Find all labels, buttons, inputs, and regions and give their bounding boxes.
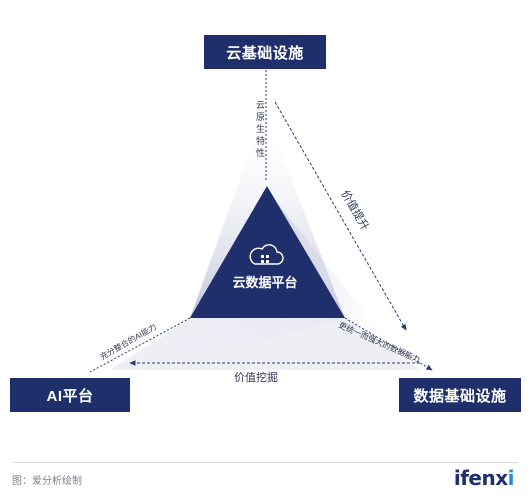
center-triangle (190, 186, 345, 318)
node-right: 数据基础设施 (399, 378, 521, 412)
node-center-label: 云数据平台 (232, 275, 297, 290)
source-caption: 图：爱分析绘制 (12, 476, 82, 487)
glow-bottom (110, 318, 420, 370)
brand-logo: ifenxi (453, 466, 515, 490)
edge-left-inner (89, 317, 191, 373)
edge-label-top-vertical: 云 原 生 特 性 (256, 100, 268, 158)
footer-divider (12, 462, 518, 463)
edge-label-bottom-outer: 价值挖掘 (234, 370, 278, 384)
node-top: 云基础设施 (204, 35, 326, 69)
cloud-data-icon (249, 244, 284, 265)
logo-accent: i (507, 466, 515, 490)
edge-label-right-outer: 价值提升 (338, 188, 371, 233)
edge-right-outer (274, 101, 407, 331)
edge-right-inner (344, 317, 433, 371)
node-left: AI平台 (10, 378, 130, 412)
glow-right (267, 190, 410, 370)
logo-main: ifenx (453, 466, 508, 490)
